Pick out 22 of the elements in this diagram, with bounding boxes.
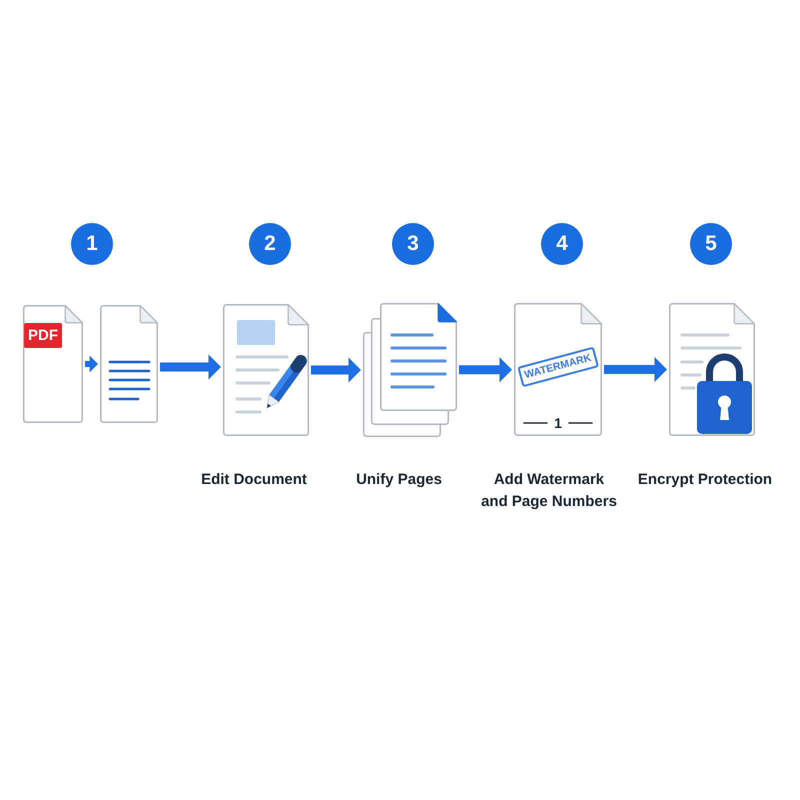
step-caption: Unify Pages xyxy=(356,470,442,490)
stacked-pages xyxy=(363,303,457,437)
arrow xyxy=(85,356,98,372)
arrow xyxy=(604,356,667,382)
page-number: 1 xyxy=(554,415,562,431)
step-number: 1 xyxy=(71,223,113,265)
file-type-tag: PDF xyxy=(24,323,62,348)
arrow xyxy=(459,357,512,382)
step-number: 4 xyxy=(541,223,583,265)
step-caption: Encrypt Protection xyxy=(638,470,772,490)
step-caption: Add Watermark and Page Numbers xyxy=(480,470,618,512)
document-page xyxy=(669,303,755,436)
document-page xyxy=(223,304,309,436)
step-number: 5 xyxy=(690,223,732,265)
arrow xyxy=(160,354,221,380)
document-page xyxy=(23,305,83,423)
document-page xyxy=(514,303,602,436)
step-number: 3 xyxy=(392,223,434,265)
step-caption: Edit Document xyxy=(201,470,307,490)
document-page xyxy=(100,305,158,423)
step-number: 2 xyxy=(249,223,291,265)
arrow xyxy=(311,357,361,383)
